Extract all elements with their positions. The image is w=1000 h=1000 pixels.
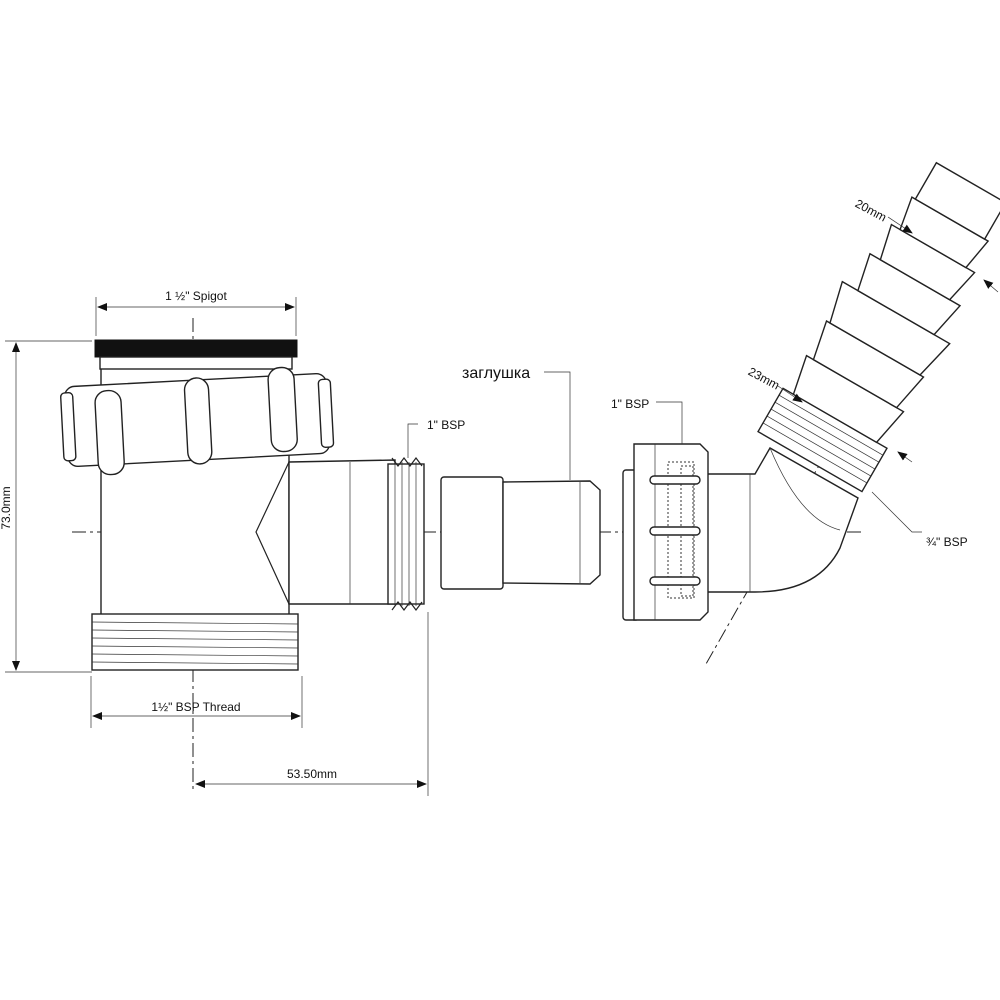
hose-20-label: 20mm [853,196,889,224]
hose-20-arrow [887,216,913,234]
hose-23-label: 23mm [746,364,782,392]
offset-label: 53.50mm [287,767,337,781]
elbow-fitting [622,443,859,621]
height-label: 73.0mm [0,486,13,529]
trap-body [60,339,425,671]
bsp-right-leader [656,401,683,444]
dimension-lines [5,216,999,796]
bsp-left-label: 1" BSP [427,418,465,432]
bsp-3-4-label: ¾" BSP [926,535,968,549]
bsp-left-leader [407,423,418,458]
bottom-thread [91,613,299,671]
outlet-thread [387,457,425,611]
bsp-thread-label: 1½" BSP Thread [151,700,240,714]
plug-leader [544,371,571,480]
plug-label: заглушка [462,365,530,382]
union-nut [60,366,335,476]
hose-tail [757,161,1000,493]
bsp-3-4-leader [871,491,922,533]
plug [440,476,601,590]
spigot-seal [94,339,298,358]
spigot-label: 1 ½" Spigot [165,289,227,303]
hose-23-arrow [777,385,803,403]
bsp-right-label: 1" BSP [611,397,649,411]
